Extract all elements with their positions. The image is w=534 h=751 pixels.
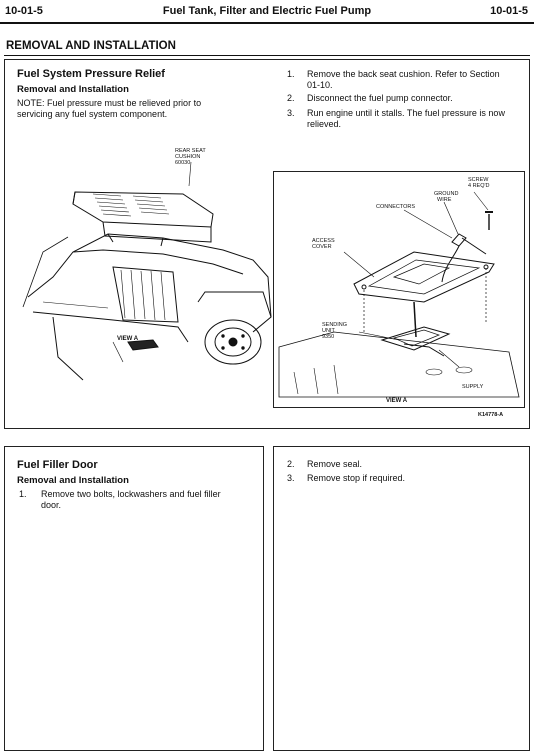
step-number: 3. (287, 473, 295, 483)
fuel-filler-door-panel: Fuel Filler Door Removal and Installatio… (4, 446, 264, 751)
step-number: 2. (287, 459, 295, 469)
step-text: 01-10. (307, 80, 333, 90)
sending-unit-label: SENDING (322, 322, 348, 328)
step-text: Remove two bolts, lockwashers and fuel f… (41, 489, 221, 499)
step-number: 1. (19, 489, 27, 499)
car-rear-seat-illustration (22, 161, 272, 381)
fuel-pressure-relief-panel: Fuel System Pressure Relief Removal and … (4, 59, 530, 429)
rear-seat-label: REAR SEAT (175, 148, 206, 154)
note-line: NOTE: Fuel pressure must be relieved pri… (17, 98, 202, 108)
fuel-pump-access-illustration (278, 191, 520, 398)
step-item: 2. Disconnect the fuel pump connector. (287, 93, 527, 105)
rear-seat-label: CUSHION (175, 154, 201, 160)
screw-label: SCREW (468, 177, 489, 183)
sending-unit-label: UNIT (322, 328, 335, 334)
view-a-label: VIEW A (386, 398, 408, 404)
supply-label: SUPPLY (462, 384, 484, 390)
figure-code: K14778-A (478, 412, 504, 418)
step-text: Remove the back seat cushion. Refer to S… (307, 69, 500, 79)
screw-label: 4 REQ'D (468, 183, 490, 189)
step-item: 3. Run engine until it stalls. The fuel … (287, 108, 527, 132)
step-number: 1. (287, 69, 295, 79)
sending-unit-label: 9350 (322, 334, 335, 340)
panel-title: Fuel Filler Door (17, 459, 98, 471)
page-header: 10-01-5 Fuel Tank, Filter and Electric F… (0, 0, 534, 24)
view-a-detail-box: SCREW 4 REQ'D GROUND WIRE CONNECTORS ACC… (273, 171, 525, 408)
step-item: 3. Remove stop if required. (287, 473, 517, 485)
step-text: Disconnect the fuel pump connector. (307, 93, 453, 103)
access-cover-label: COVER (312, 244, 332, 250)
access-cover-label: ACCESS (312, 238, 335, 244)
page-number-right: 10-01-5 (490, 5, 528, 17)
step-item: 1. Remove the back seat cushion. Refer t… (287, 69, 527, 93)
step-text: Run engine until it stalls. The fuel pre… (307, 108, 505, 118)
section-title: REMOVAL AND INSTALLATION (6, 40, 176, 52)
panel-subtitle: Removal and Installation (17, 475, 129, 486)
step-number: 2. (287, 93, 295, 103)
step-text: door. (41, 500, 62, 510)
rear-seat-label: 60030 (175, 160, 191, 166)
panel-subtitle: Removal and Installation (17, 84, 129, 95)
step-text: relieved. (307, 119, 342, 129)
page-number-left: 10-01-5 (5, 5, 43, 17)
fuel-filler-door-steps-panel: 2. Remove seal. 3. Remove stop if requir… (273, 446, 530, 751)
view-a-label: VIEW A (117, 336, 139, 342)
page-header-title: Fuel Tank, Filter and Electric Fuel Pump (162, 5, 372, 17)
ground-wire-label: GROUND (434, 191, 459, 197)
step-number: 3. (287, 108, 295, 118)
step-text: Remove seal. (307, 459, 363, 469)
connectors-label: CONNECTORS (376, 204, 416, 210)
note-line: servicing any fuel system component. (17, 109, 168, 119)
section-divider (4, 55, 530, 56)
step-item: 2. Remove seal. (287, 459, 517, 471)
step-text: Remove stop if required. (307, 473, 406, 483)
step-item: 1. Remove two bolts, lockwashers and fue… (19, 489, 259, 513)
ground-wire-label: WIRE (437, 197, 452, 203)
panel-title: Fuel System Pressure Relief (17, 68, 165, 80)
